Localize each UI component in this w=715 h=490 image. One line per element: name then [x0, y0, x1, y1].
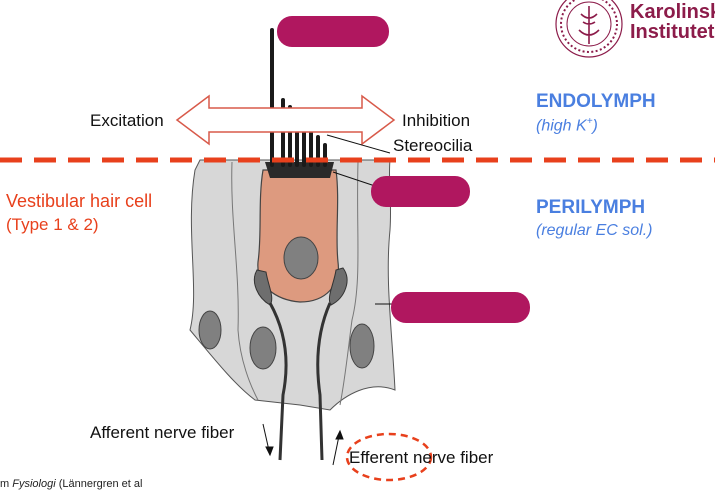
inhibition-label: Inhibition [402, 111, 471, 130]
efferent-direction-arrow [332, 429, 344, 466]
redacted-label-bar-middle [371, 176, 470, 207]
redacted-label-bar-bottom [391, 292, 530, 323]
logo-line-2: Institutet [630, 21, 715, 44]
afferent-direction-arrow [262, 423, 274, 457]
hair-cell-body [257, 169, 339, 303]
efferent-highlight-circle [345, 432, 433, 482]
efferent-terminal [328, 267, 348, 306]
logo-line-1: Karolinska [630, 1, 715, 23]
karolinska-logo: Karolinska Institutet [630, 2, 715, 43]
redacted-pointer-1 [332, 171, 379, 188]
redacted-label-bar-top [277, 16, 389, 47]
efferent-nerve-fiber [316, 302, 332, 461]
karolinska-seal-icon [555, 0, 623, 58]
stereocilia-bundle [270, 28, 327, 167]
excitation-inhibition-arrow [175, 94, 396, 146]
cell-subtitle: (Type 1 & 2) [6, 215, 99, 234]
perilymph-note: (regular EC sol.) [536, 222, 653, 239]
afferent-label: Afferent nerve fiber [90, 423, 235, 442]
endolymph-title: ENDOLYMPH [536, 91, 656, 112]
perilymph-title: PERILYMPH [536, 197, 646, 218]
stereocilia-pointer [326, 134, 391, 154]
supporting-cells [189, 159, 396, 411]
cell-title: Vestibular hair cell [6, 191, 153, 211]
source-citation: m Fysiologi (Lännergren et al [0, 478, 143, 490]
stereocilia-label: Stereocilia [393, 136, 473, 155]
excitation-label: Excitation [90, 111, 164, 130]
efferent-label: Efferent nerve fiber [349, 448, 494, 467]
endolymph-note: (high K+) [536, 116, 598, 135]
afferent-nerve-fiber [268, 302, 288, 461]
